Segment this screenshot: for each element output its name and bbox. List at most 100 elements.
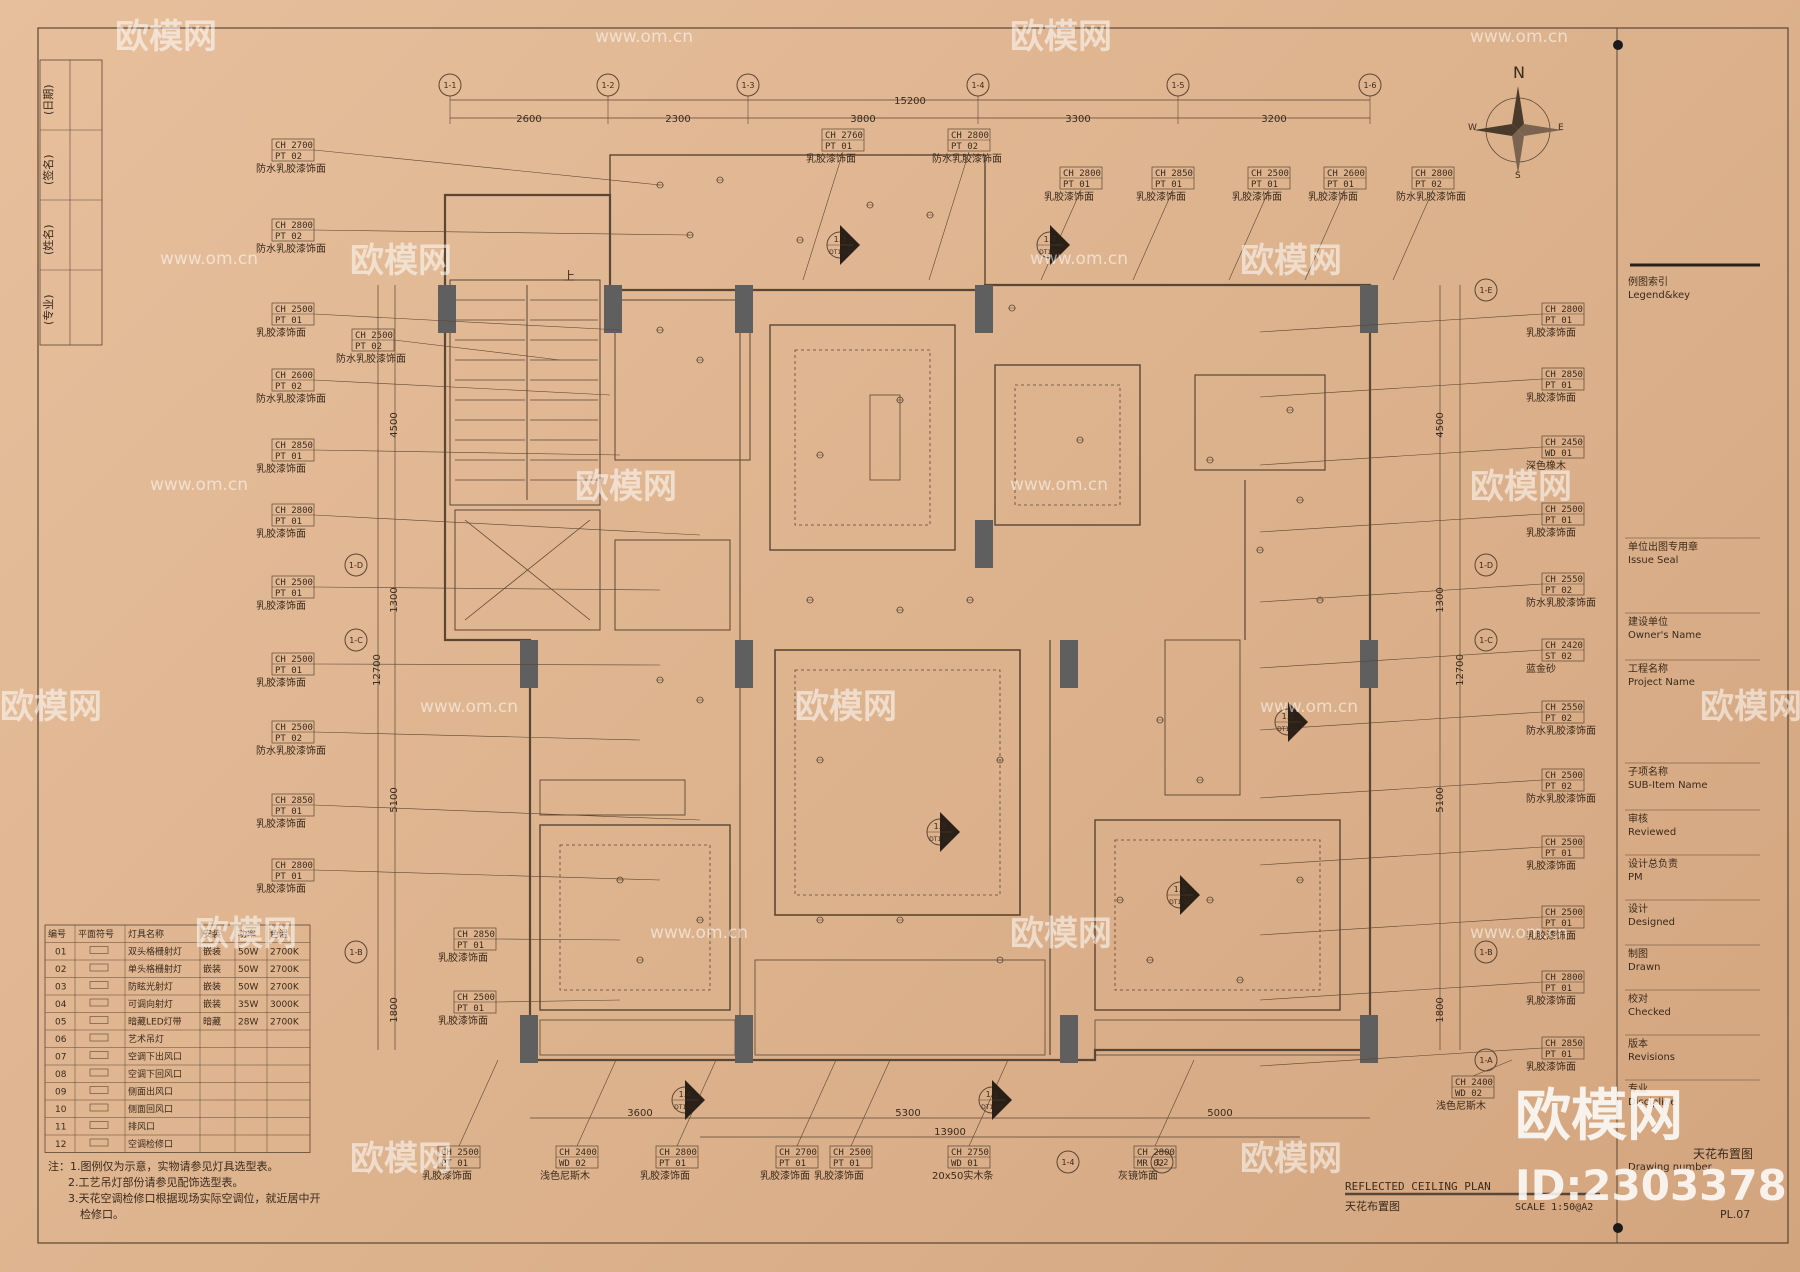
grid-bubble-circle xyxy=(344,940,368,964)
compass-n: N xyxy=(1513,63,1525,82)
section-marker-ref: DT1.02 xyxy=(1169,899,1191,906)
material-tag-ceiling-height: CH 2500 xyxy=(1545,505,1583,515)
structural-column xyxy=(735,285,753,333)
legend-header: 功率 xyxy=(238,928,256,940)
legend-fixture-name: 防眩光射灯 xyxy=(128,981,173,993)
plan-title-cn: 天花布置图 xyxy=(1345,1200,1400,1213)
material-tag-ceiling-height: CH 2850 xyxy=(1545,370,1583,380)
title-block-label-en: Legend&key xyxy=(1628,290,1690,301)
material-tag-desc: 防水乳胶漆饰面 xyxy=(336,352,406,365)
legend-fixture-name: 空调下出风口 xyxy=(128,1051,182,1063)
grid-bubble-label: 1-D xyxy=(1479,561,1493,570)
material-tag-desc: 乳胶漆饰面 xyxy=(256,599,306,612)
material-tag-leader xyxy=(1259,779,1543,799)
legend-color-temp: 2700K xyxy=(270,965,300,975)
material-tag-desc: 20x50实木条 xyxy=(932,1169,993,1182)
material-tag-desc: 乳胶漆饰面 xyxy=(760,1169,810,1182)
material-tag-code: PT 01 xyxy=(1545,381,1572,391)
material-tag-desc: 乳胶漆饰面 xyxy=(256,676,306,689)
material-tag-desc: 乳胶漆饰面 xyxy=(1526,326,1576,339)
grid-bubble: 1-4 xyxy=(966,73,990,97)
legend-install: 嵌装 xyxy=(203,981,221,993)
material-tag-code: PT 01 xyxy=(1327,180,1354,190)
material-tag-code: PT 02 xyxy=(275,152,302,162)
material-tag-code: PT 01 xyxy=(1545,919,1572,929)
watermark-brand: 欧模网 xyxy=(1470,467,1572,507)
stair-room xyxy=(449,279,601,506)
material-tag-desc: 防水乳胶漆饰面 xyxy=(256,744,326,757)
material-tag-leader xyxy=(796,1059,837,1147)
dim-top-segment: 2300 xyxy=(665,114,690,125)
material-tag-code: PT 02 xyxy=(275,232,302,242)
dim-left-segment: 1800 xyxy=(389,997,400,1022)
structural-column xyxy=(1360,640,1378,688)
structural-column xyxy=(1060,640,1078,688)
grid-bubble: 1-C xyxy=(1474,628,1498,652)
material-tag-ceiling-height: CH 2850 xyxy=(275,796,313,806)
title-block-label-en: Issue Seal xyxy=(1628,555,1678,566)
watermark-brand: 欧模网 xyxy=(0,687,102,727)
material-tag-leader xyxy=(802,151,844,281)
material-tag-code: PT 01 xyxy=(275,316,302,326)
material-tag-ceiling-height: CH 2760 xyxy=(825,131,863,141)
legend-color-temp: 3000K xyxy=(270,1000,300,1010)
structural-column xyxy=(975,520,993,568)
study-ceiling-inner xyxy=(559,844,711,991)
section-marker-number: 1.9 xyxy=(934,822,947,831)
material-tag-desc: 乳胶漆饰面 xyxy=(1526,859,1576,872)
material-tag-desc: 防水乳胶漆饰面 xyxy=(1396,190,1466,203)
dim-top-segment: 3800 xyxy=(850,114,875,125)
material-tag-desc: 乳胶漆饰面 xyxy=(256,326,306,339)
material-tag-leader xyxy=(313,804,701,821)
living-ceiling-inner xyxy=(794,669,1001,896)
legend-symbol xyxy=(89,1051,109,1059)
material-tag-ceiling-height: CH 2500 xyxy=(833,1148,871,1158)
material-tag-desc: 乳胶漆饰面 xyxy=(256,817,306,830)
grid-bubble-circle xyxy=(344,553,368,577)
material-tag-ceiling-height: CH 2700 xyxy=(779,1148,817,1158)
study-ceiling xyxy=(539,824,731,1011)
signature-strip-label: (姓名) xyxy=(41,224,55,255)
legend-power: 28W xyxy=(238,1018,258,1028)
material-tag-leader xyxy=(313,514,701,536)
legend-symbol xyxy=(89,946,109,954)
material-tag-desc: 浅色尼斯木 xyxy=(540,1169,590,1182)
material-tag-ceiling-height: CH 2550 xyxy=(1545,575,1583,585)
material-tag-code: PT 01 xyxy=(275,589,302,599)
material-tag-code: PT 02 xyxy=(275,382,302,392)
legend-fixture-name: 侧面回风口 xyxy=(128,1103,173,1115)
legend-header: 灯具名称 xyxy=(128,928,164,940)
material-tag-desc: 防水乳胶漆饰面 xyxy=(1526,596,1596,609)
material-tag-code: PT 01 xyxy=(1545,984,1572,994)
title-block-label-en: Discipline xyxy=(1628,1097,1676,1108)
material-tag-code: PT 02 xyxy=(1545,782,1572,792)
material-tag-desc: 灰镜饰面 xyxy=(1118,1169,1158,1182)
legend-power: 35W xyxy=(238,1000,258,1010)
section-marker-ref: DT1.02 xyxy=(1277,726,1299,733)
material-tag-leader xyxy=(1259,649,1543,669)
material-tag-ceiling-height: CH 2500 xyxy=(441,1148,479,1158)
material-tag-ceiling-height: CH 2700 xyxy=(275,141,313,151)
watermark-url: www.om.cn xyxy=(1030,249,1128,269)
legend-fixture-name: 艺术吊灯 xyxy=(128,1033,164,1045)
legend-install: 嵌装 xyxy=(203,963,221,975)
section-marker-number: 1.3 xyxy=(834,235,847,244)
corridor-ceiling xyxy=(614,539,731,631)
material-tag-ceiling-height: CH 2600 xyxy=(275,371,313,381)
watermark-url: www.om.cn xyxy=(160,249,258,269)
